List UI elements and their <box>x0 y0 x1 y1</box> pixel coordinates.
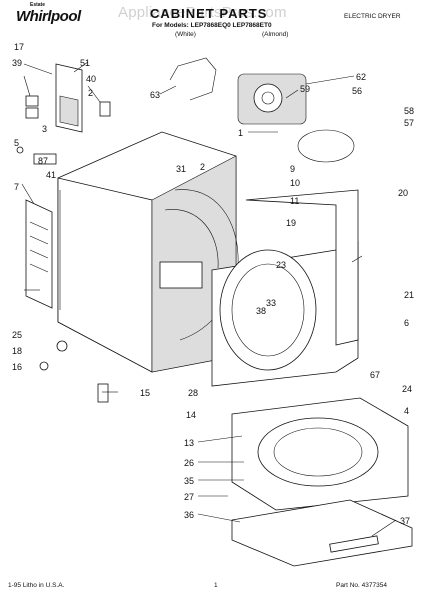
watermark: AppliancePartsPros.com <box>118 4 287 21</box>
toe-kick <box>329 535 379 553</box>
callout-39: 39 <box>12 58 22 68</box>
callout-41: 41 <box>46 170 56 180</box>
drive-belt <box>297 129 355 163</box>
callout-58: 58 <box>404 106 414 116</box>
callout-5: 5 <box>14 138 19 148</box>
callout-7: 7 <box>14 182 19 192</box>
callout-57: 57 <box>404 118 414 128</box>
front-panel <box>211 241 359 387</box>
brand-superscript: Estate <box>30 2 46 8</box>
callout-20: 20 <box>398 188 408 198</box>
callout-56: 56 <box>352 86 362 96</box>
color-white: (White) <box>175 31 196 38</box>
callout-40: 40 <box>86 74 96 84</box>
callout-25: 25 <box>12 330 22 340</box>
hardware-group <box>16 63 111 165</box>
callout-63: 63 <box>150 90 160 100</box>
console-bracket <box>169 57 217 101</box>
callout-36: 36 <box>184 510 194 520</box>
callout-1: 1 <box>238 128 243 138</box>
callout-37: 37 <box>400 516 410 526</box>
color-almond: (Almond) <box>262 31 289 38</box>
brand-logo: Whirlpool <box>16 8 81 25</box>
leader-lines <box>21 61 397 537</box>
callout-17: 17 <box>14 42 24 52</box>
callout-26: 26 <box>184 458 194 468</box>
callout-10: 10 <box>290 178 300 188</box>
page-title: CABINET PARTS <box>150 6 268 21</box>
callout-28: 28 <box>188 388 198 398</box>
callout-35: 35 <box>184 476 194 486</box>
footer-part-number: Part No. 4377354 <box>336 582 387 589</box>
callout-62: 62 <box>356 72 366 82</box>
side-panel <box>25 199 53 309</box>
callout-67: 67 <box>370 370 380 380</box>
callout-13: 13 <box>184 438 194 448</box>
motor-assembly <box>237 73 307 125</box>
callout-21: 21 <box>404 290 414 300</box>
cabinet-body <box>57 131 239 373</box>
door-assembly <box>231 397 409 511</box>
footer-page-number: 1 <box>214 582 218 589</box>
appliance-type: ELECTRIC DRYER <box>344 13 401 20</box>
callout-87: 87 <box>38 156 48 166</box>
callout-18: 18 <box>12 346 22 356</box>
callout-27: 27 <box>184 492 194 502</box>
callout-38: 38 <box>256 306 266 316</box>
callout-9: 9 <box>290 164 295 174</box>
callout-59: 59 <box>300 84 310 94</box>
callout-labels: 17 39 51 40 2 3 5 87 41 7 63 59 62 56 1 … <box>12 42 414 526</box>
callout-2b: 2 <box>200 162 205 172</box>
callout-15: 15 <box>140 388 150 398</box>
rear-panel <box>245 189 359 346</box>
callout-3: 3 <box>42 124 47 134</box>
callout-6: 6 <box>404 318 409 328</box>
callout-23: 23 <box>276 260 286 270</box>
footer-litho: 1-95 Litho in U.S.A. <box>8 582 65 589</box>
callout-19: 19 <box>286 218 296 228</box>
base-panel <box>231 499 413 567</box>
callout-51: 51 <box>80 58 90 68</box>
callout-2: 2 <box>88 88 93 98</box>
callout-4: 4 <box>404 406 409 416</box>
callout-33: 33 <box>266 298 276 308</box>
callout-31: 31 <box>176 164 186 174</box>
leg-hardware <box>39 340 109 403</box>
callout-16: 16 <box>12 362 22 372</box>
model-line: For Models: LEP7868EQ0 LEP7868ET0 <box>152 22 272 29</box>
callout-14: 14 <box>186 410 196 420</box>
callout-11: 11 <box>290 196 299 206</box>
callout-24: 24 <box>402 384 412 394</box>
